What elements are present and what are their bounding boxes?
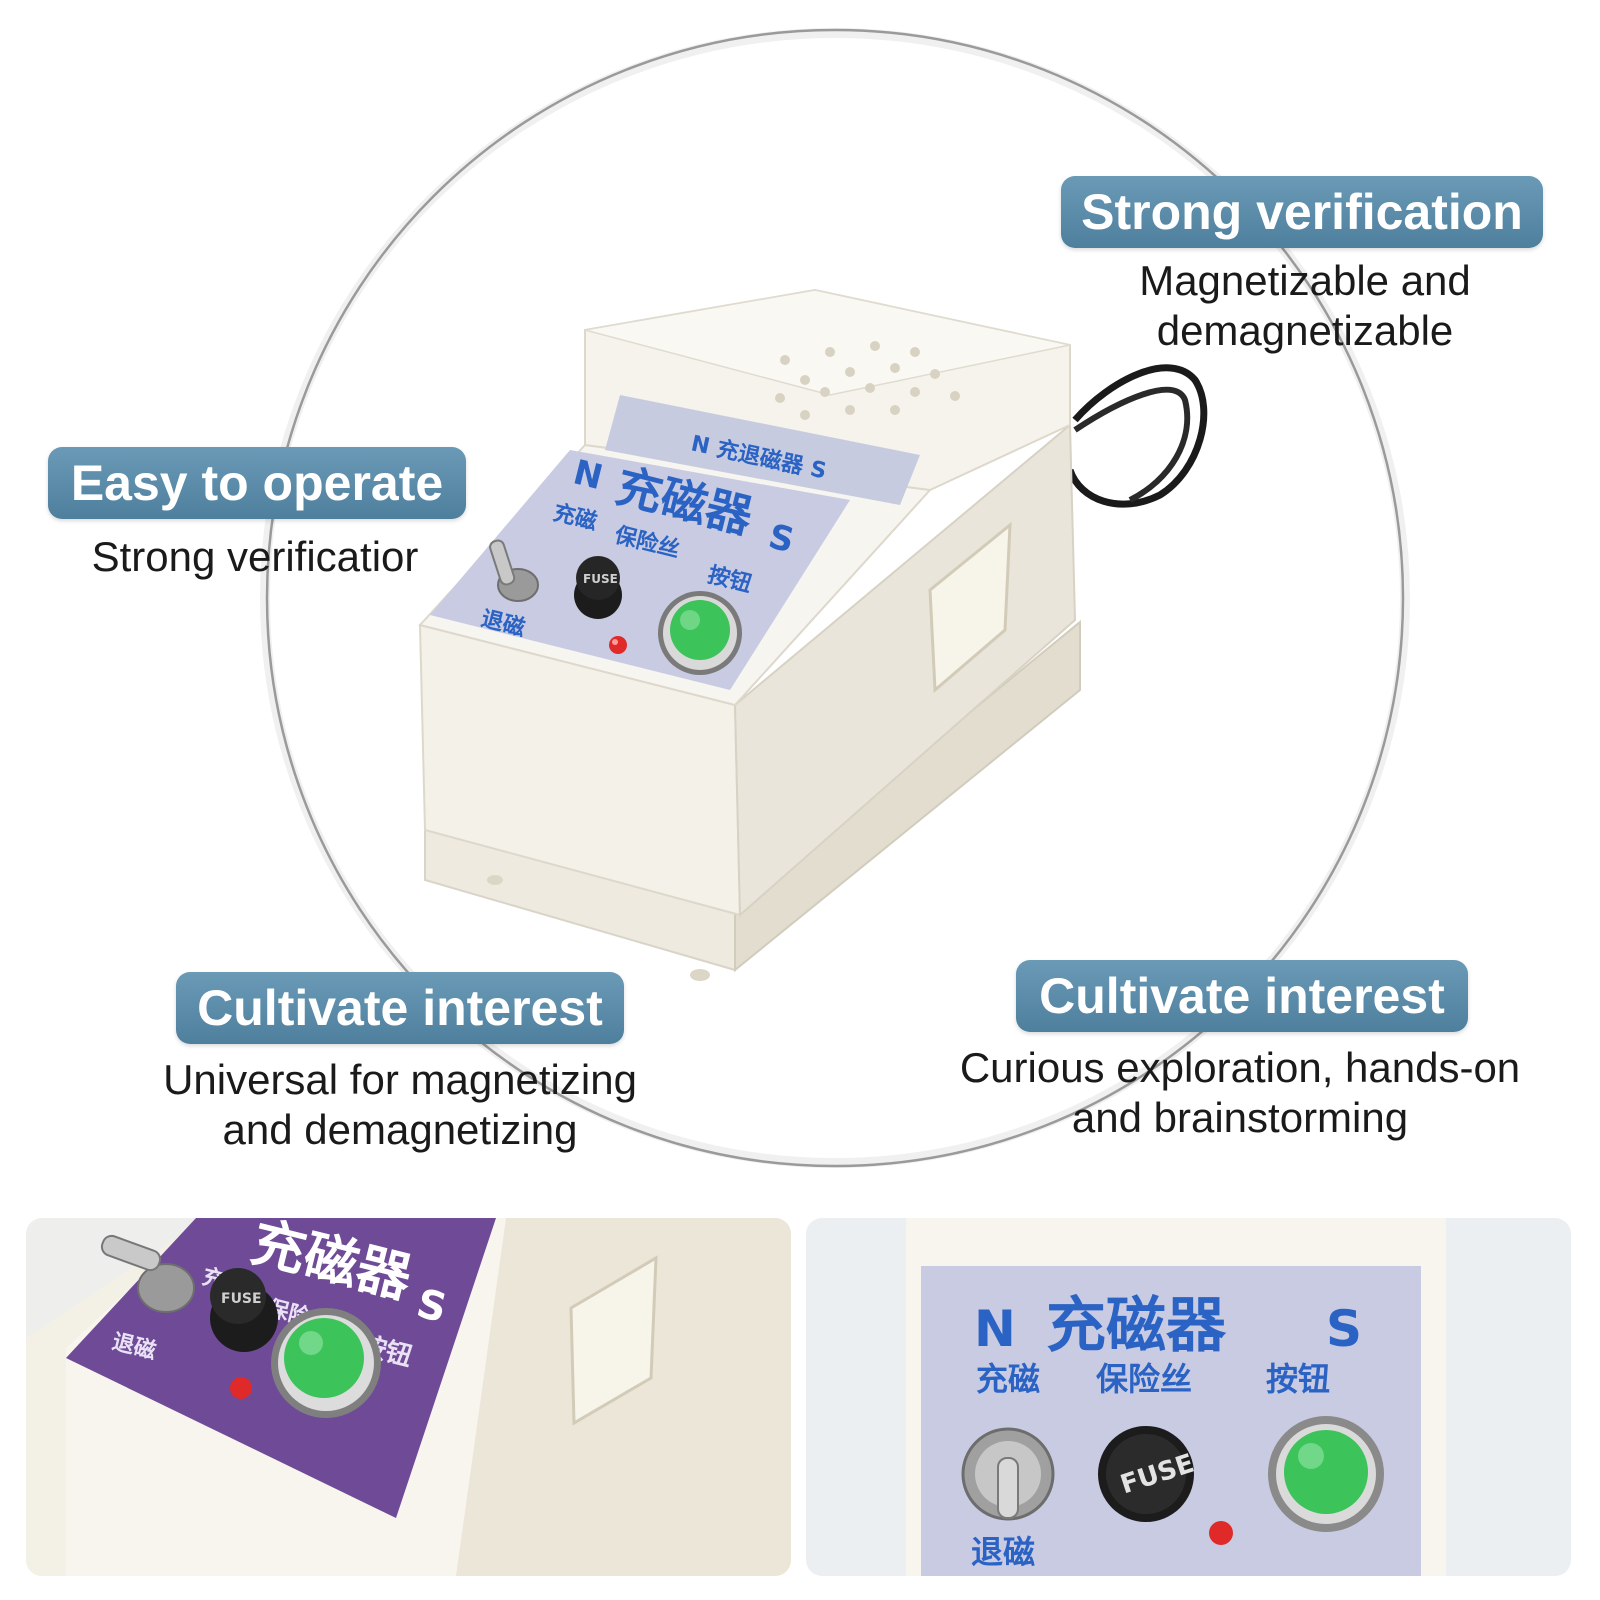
top-label-strip: [605, 395, 920, 505]
closeup-fuse-label: FUSE: [221, 1291, 262, 1307]
closeup-right-led: [1209, 1521, 1233, 1545]
indicator-led: [609, 636, 627, 654]
desc-line-1: Strong verificatior: [91, 533, 419, 580]
closeup-right-title-n: N: [974, 1300, 1016, 1358]
control-panel: [430, 450, 850, 690]
fuse-label: FUSE: [583, 572, 618, 586]
desc-line-2: and brainstorming: [1071, 1094, 1409, 1141]
closeup-green-button[interactable]: [271, 1308, 381, 1418]
desc-line-2: and demagnetizing: [222, 1106, 578, 1153]
green-push-button[interactable]: [658, 591, 742, 675]
power-cable: [1066, 364, 1208, 508]
desc-line-1: Magnetizable and: [1139, 257, 1471, 304]
desc-line-1: Universal for magnetizing: [163, 1056, 637, 1103]
closeup-right-title-cn: 充磁器: [1046, 1291, 1227, 1361]
closeup-led: [230, 1377, 252, 1399]
closeup-toggle-switch[interactable]: [99, 1233, 195, 1313]
closeup-panel-left: 充磁器 S 充磁 保险丝 按钮 退磁 FUSE: [26, 1218, 791, 1576]
desc-line-2: demagnetizable: [1156, 307, 1454, 354]
fuse-holder[interactable]: FUSE: [574, 556, 622, 619]
closeup-right-label-demag: 退磁: [971, 1533, 1035, 1571]
callout-desc-easy-to-operate: Strong verificatior: [55, 532, 455, 582]
callout-badge-cultivate-interest-right: Cultivate interest: [1016, 960, 1468, 1032]
callout-desc-cultivate-interest-left: Universal for magnetizing and demagnetiz…: [130, 1055, 670, 1155]
closeup-right-title-s: S: [1326, 1300, 1362, 1358]
toggle-switch[interactable]: [489, 539, 539, 602]
callout-badge-cultivate-interest-left: Cultivate interest: [176, 972, 624, 1044]
callout-desc-cultivate-interest-right: Curious exploration, hands-on and brains…: [930, 1043, 1550, 1143]
side-window: [928, 521, 1012, 694]
callout-desc-strong-verification: Magnetizable and demagnetizable: [1070, 256, 1540, 356]
callout-badge-easy-to-operate: Easy to operate: [48, 447, 466, 519]
closeup-side-window: [569, 1255, 658, 1426]
closeup-right-label-fuse: 保险丝: [1096, 1360, 1192, 1398]
desc-line-1: Curious exploration, hands-on: [959, 1044, 1521, 1091]
closeup-panel-right: N 充磁器 S 充磁 保险丝 按钮 退磁 FUSE: [806, 1218, 1571, 1576]
closeup-right-illustration: N 充磁器 S 充磁 保险丝 按钮 退磁 FUSE: [906, 1218, 1446, 1576]
closeup-fuse-holder[interactable]: FUSE: [210, 1268, 278, 1352]
closeup-right-label-charge: 充磁: [976, 1360, 1040, 1398]
magnetizer-device: N 充退磁器 S N 充磁器 S 充磁 保险丝 按钮 退磁 FU: [418, 288, 1081, 981]
closeup-right-fuse-holder[interactable]: FUSE: [1098, 1426, 1198, 1522]
callout-badge-strong-verification: Strong verification: [1061, 176, 1543, 248]
closeup-right-toggle-switch[interactable]: [961, 1427, 1055, 1521]
closeup-left-illustration: 充磁器 S 充磁 保险丝 按钮 退磁 FUSE: [26, 1218, 791, 1576]
closeup-right-green-button[interactable]: [1268, 1416, 1384, 1532]
closeup-right-label-button: 按钮: [1266, 1360, 1330, 1398]
